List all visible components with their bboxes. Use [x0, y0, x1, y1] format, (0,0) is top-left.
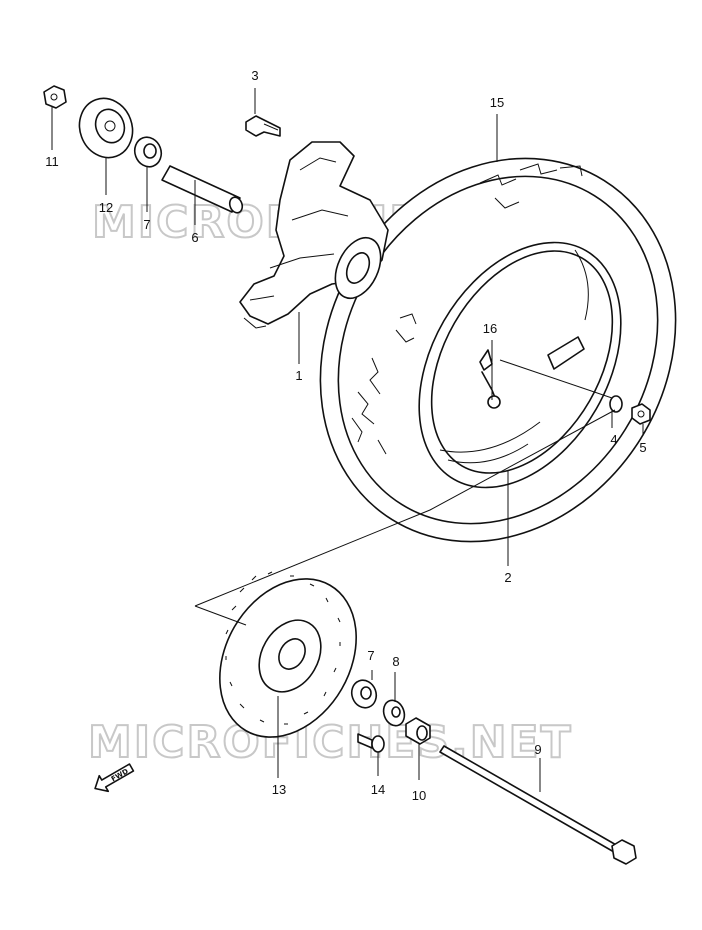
disc-bolt-14 [357, 733, 385, 753]
leader-lines [51, 88, 644, 792]
nut-11 [43, 85, 67, 109]
nut-5 [631, 403, 651, 425]
brake-disc-13 [219, 571, 357, 738]
oil-seal-8 [382, 699, 406, 727]
label-15: 15 [490, 95, 504, 110]
label-6: 6 [191, 230, 198, 245]
fwd-label: FWD [110, 767, 130, 783]
label-7-top: 7 [143, 217, 150, 232]
label-13: 13 [272, 782, 286, 797]
label-16: 16 [483, 321, 497, 336]
label-3: 3 [251, 68, 258, 83]
bolt-3 [245, 115, 281, 137]
label-2: 2 [504, 570, 511, 585]
label-14: 14 [371, 782, 385, 797]
collar-10 [405, 717, 431, 745]
drum-12 [78, 97, 134, 159]
valve-line [499, 359, 613, 399]
bearing-7-bottom [350, 679, 378, 709]
hub [239, 141, 389, 329]
washer-4 [609, 395, 623, 413]
label-7-bottom: 7 [367, 648, 374, 663]
label-5: 5 [639, 440, 646, 455]
spacer-6 [161, 165, 244, 214]
watermark-bottom: MICROFICHES.NET [88, 717, 573, 768]
label-9: 9 [534, 742, 541, 757]
label-11: 11 [45, 154, 59, 169]
rim [418, 241, 622, 489]
label-12: 12 [99, 200, 113, 215]
bearing-7-top [133, 136, 163, 168]
axle-9 [439, 745, 637, 865]
label-8: 8 [392, 654, 399, 669]
label-10: 10 [412, 788, 426, 803]
label-4: 4 [610, 432, 617, 447]
label-1: 1 [295, 368, 302, 383]
assembly-line [194, 409, 616, 626]
